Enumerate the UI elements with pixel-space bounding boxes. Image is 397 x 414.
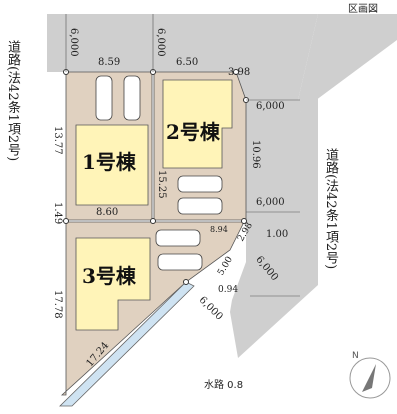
dim-894: 8.94: [210, 225, 228, 234]
lot2-left-dim: 15.25: [156, 170, 167, 199]
right-road-top-width: 6,000: [256, 101, 285, 112]
svg-text:N: N: [352, 351, 359, 361]
parking-cars-lot-1: [95, 75, 141, 121]
dim-094: 0.94: [218, 285, 239, 295]
top-road-mid-width: 6,000: [155, 28, 166, 57]
lot1-top-dim: 8.59: [98, 57, 121, 68]
lot2-top-dim: 6.50: [176, 57, 199, 68]
page-title: 区画図: [348, 4, 378, 15]
lot3-left-dim: 17.78: [52, 290, 63, 319]
top-road-left-width: 6,000: [68, 28, 79, 57]
right-road-mid-width: 6,000: [256, 197, 285, 208]
house-3-footprint: [75, 237, 151, 331]
lot1-left-dim: 13.77: [52, 126, 63, 155]
house-1-label: 1号棟: [82, 150, 136, 174]
parking-cars-lot-2: [177, 175, 223, 215]
waterway-label: 水路 0.8: [204, 380, 244, 391]
lot2-corner-dim: 3.98: [228, 67, 251, 78]
dim-100: 1.00: [266, 229, 289, 240]
north-arrow-icon: N: [349, 351, 391, 399]
lot2-right-dim: 10.96: [250, 140, 261, 169]
dimension-lines: [65, 14, 300, 297]
left-road: [0, 14, 62, 395]
right-road-label: 道路(法42条1項2号): [323, 148, 338, 270]
waterway: [59, 281, 195, 407]
left-road-label: 道路(法42条1項2号): [5, 40, 20, 162]
mid-gap-dim: 1.49: [52, 202, 63, 225]
parking-cars-lot-3: [155, 229, 203, 271]
top-road: [47, 14, 318, 100]
house-2-label: 2号棟: [166, 120, 220, 144]
house-2-footprint: [162, 79, 233, 169]
right-road-top: [246, 14, 397, 112]
house-1-footprint: [75, 124, 149, 206]
right-road: [230, 88, 318, 358]
house-3-label: 3号棟: [82, 264, 136, 288]
lot1-bottom-dim: 8.60: [96, 207, 119, 218]
